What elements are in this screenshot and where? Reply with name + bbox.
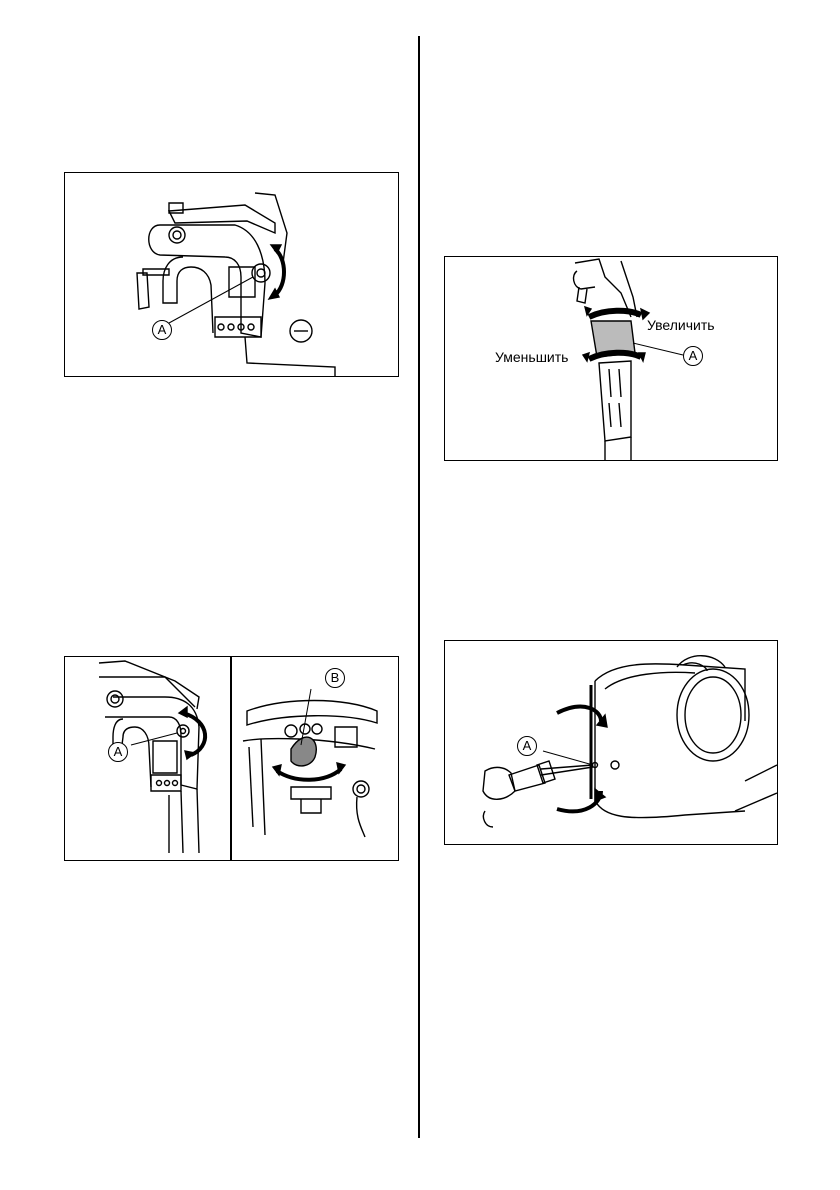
figure-throttle-grip: Увеличить Уменьшить A (444, 256, 778, 461)
figure-steering-friction: A B (64, 656, 399, 861)
label-decrease: Уменьшить (495, 349, 568, 365)
label-increase: Увеличить (647, 317, 715, 333)
callout-b: B (325, 668, 345, 688)
figure-friction-adjuster: A (64, 172, 399, 377)
outboard-bracket-illustration (65, 173, 398, 376)
callout-a: A (108, 742, 128, 762)
callout-a: A (517, 736, 537, 756)
callout-a: A (152, 320, 172, 340)
figure-cowling-adjustment: A (444, 640, 778, 845)
column-divider (418, 36, 420, 1138)
cowling-screwdriver-illustration (445, 641, 777, 844)
callout-a: A (683, 346, 703, 366)
